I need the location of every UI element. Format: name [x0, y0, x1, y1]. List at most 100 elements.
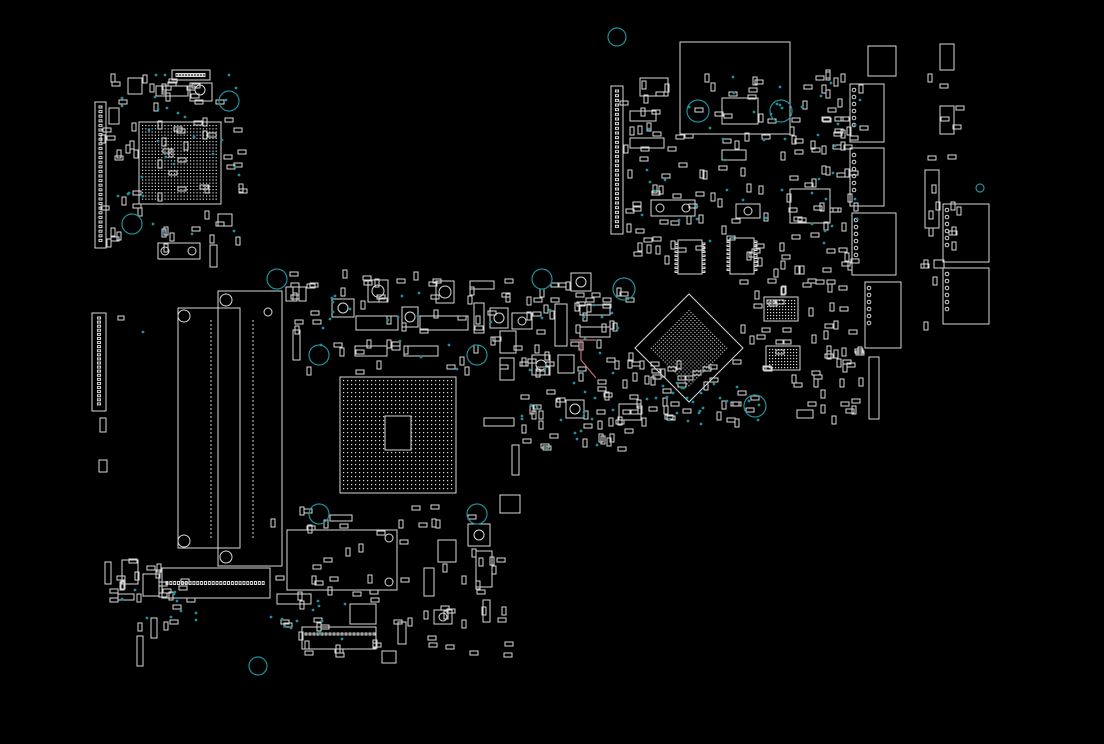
teal-dot-icon[interactable]: [661, 384, 665, 388]
teal-dot-icon[interactable]: [583, 390, 587, 394]
passive-component[interactable]: [546, 389, 556, 395]
passive-component[interactable]: [505, 293, 511, 303]
passive-component[interactable]: [718, 165, 728, 171]
passive-component[interactable]: [329, 576, 339, 582]
passive-component[interactable]: [955, 105, 965, 111]
passive-component[interactable]: [520, 394, 530, 400]
component-outline[interactable]: [499, 330, 517, 354]
passive-component[interactable]: [703, 381, 709, 391]
passive-component[interactable]: [503, 652, 513, 658]
passive-component[interactable]: [534, 344, 540, 354]
passive-component[interactable]: [826, 345, 832, 355]
pad[interactable]: [384, 577, 394, 587]
passive-component[interactable]: [132, 203, 142, 209]
passive-component[interactable]: [457, 315, 467, 321]
teal-dot-icon[interactable]: [234, 86, 238, 90]
teal-dot-icon[interactable]: [572, 381, 576, 385]
passive-component[interactable]: [662, 388, 672, 394]
pad[interactable]: [575, 276, 587, 288]
component-outline[interactable]: [475, 550, 493, 588]
passive-component[interactable]: [162, 85, 172, 91]
passive-component[interactable]: [582, 438, 588, 448]
passive-component[interactable]: [734, 140, 740, 150]
passive-component[interactable]: [753, 303, 763, 309]
component-outline[interactable]: [155, 85, 189, 97]
passive-component[interactable]: [442, 563, 448, 573]
component-outline[interactable]: [511, 312, 533, 330]
teal-dot-icon[interactable]: [545, 446, 549, 450]
teal-dot-icon[interactable]: [699, 391, 703, 395]
passive-component[interactable]: [821, 145, 827, 155]
passive-component[interactable]: [761, 134, 771, 140]
teal-dot-icon[interactable]: [780, 188, 784, 192]
shield-can-outline[interactable]: [679, 41, 791, 135]
connector-pins[interactable]: [97, 316, 101, 406]
passive-component[interactable]: [565, 281, 571, 291]
teal-dot-icon[interactable]: [718, 396, 722, 400]
passive-component[interactable]: [721, 225, 727, 235]
passive-component[interactable]: [858, 84, 864, 94]
passive-component[interactable]: [306, 283, 316, 289]
passive-component[interactable]: [376, 360, 382, 370]
component-outline[interactable]: [384, 415, 412, 451]
passive-component[interactable]: [597, 420, 603, 430]
teal-circle-icon[interactable]: [743, 394, 767, 418]
pad[interactable]: [569, 403, 581, 415]
passive-component[interactable]: [748, 87, 758, 93]
passive-component[interactable]: [838, 247, 848, 253]
passive-component[interactable]: [117, 315, 125, 321]
component-outline[interactable]: [435, 280, 455, 304]
teal-dot-icon[interactable]: [340, 637, 344, 641]
component-outline[interactable]: [618, 403, 642, 421]
passive-component[interactable]: [612, 322, 618, 332]
teal-dot-icon[interactable]: [416, 314, 420, 318]
passive-component[interactable]: [641, 417, 647, 427]
passive-component[interactable]: [663, 405, 669, 415]
passive-component[interactable]: [732, 359, 742, 365]
passive-component[interactable]: [666, 415, 676, 421]
teal-dot-icon[interactable]: [398, 339, 402, 343]
passive-component[interactable]: [761, 327, 771, 333]
passive-component[interactable]: [659, 219, 669, 225]
passive-component[interactable]: [847, 193, 853, 203]
passive-component[interactable]: [497, 617, 507, 623]
passive-component[interactable]: [643, 94, 649, 104]
passive-component[interactable]: [791, 234, 801, 240]
passive-component[interactable]: [682, 408, 692, 414]
socket-hole[interactable]: [177, 309, 191, 323]
teal-dot-icon[interactable]: [640, 213, 644, 217]
passive-component[interactable]: [601, 323, 607, 333]
passive-component[interactable]: [646, 122, 652, 132]
highlighted-net-trace[interactable]: [580, 340, 597, 379]
passive-component[interactable]: [339, 523, 349, 529]
passive-component[interactable]: [794, 138, 804, 144]
passive-component[interactable]: [821, 84, 827, 94]
teal-dot-icon[interactable]: [283, 624, 287, 628]
passive-component[interactable]: [833, 131, 843, 137]
passive-component[interactable]: [499, 364, 509, 370]
teal-circle-icon[interactable]: [308, 503, 330, 525]
teal-dot-icon[interactable]: [823, 229, 827, 233]
ic-outline[interactable]: [765, 345, 801, 371]
passive-component[interactable]: [585, 297, 595, 303]
passive-component[interactable]: [215, 99, 225, 105]
passive-component[interactable]: [110, 227, 116, 237]
passive-component[interactable]: [475, 580, 481, 590]
passive-component[interactable]: [658, 185, 664, 195]
passive-component[interactable]: [191, 226, 201, 232]
teal-dot-icon[interactable]: [592, 303, 596, 307]
passive-component[interactable]: [846, 126, 852, 136]
passive-component[interactable]: [290, 282, 300, 288]
ic-pad-grid[interactable]: [767, 300, 796, 320]
passive-component[interactable]: [376, 530, 386, 536]
teal-dot-icon[interactable]: [116, 194, 120, 198]
passive-component[interactable]: [927, 155, 937, 161]
teal-dot-icon[interactable]: [582, 315, 586, 319]
passive-component[interactable]: [752, 76, 758, 86]
passive-component[interactable]: [238, 183, 244, 193]
passive-component[interactable]: [815, 75, 825, 81]
teal-dot-icon[interactable]: [810, 222, 814, 226]
passive-component[interactable]: [849, 170, 859, 176]
passive-component[interactable]: [708, 364, 718, 370]
teal-dot-icon[interactable]: [280, 617, 284, 621]
